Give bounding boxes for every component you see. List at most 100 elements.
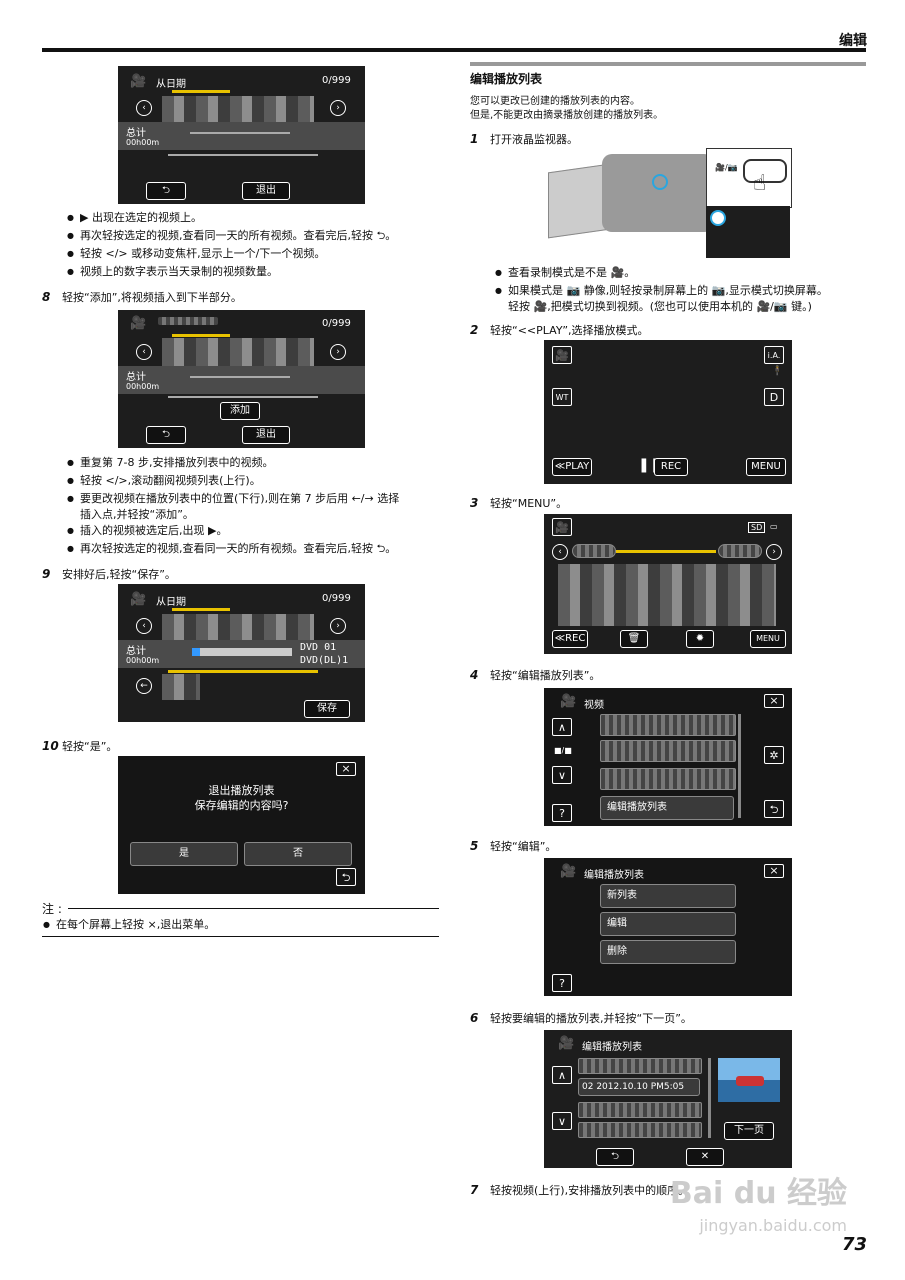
close-icon[interactable]: ×: [764, 694, 784, 708]
edit-item[interactable]: 编辑: [600, 912, 736, 936]
exit-button[interactable]: 退出: [242, 182, 290, 200]
bullet: 查看录制模式是不是 🎥。: [495, 265, 635, 281]
zoom-panel: 🎥/📷 ☝: [706, 148, 792, 208]
next-arrow-icon[interactable]: ›: [766, 544, 782, 560]
back-button[interactable]: ⮌: [146, 182, 186, 200]
next-page-button[interactable]: 下一页: [724, 1122, 774, 1140]
bullet: 轻按 </>,滚动翻阅视频列表(上行)。: [67, 473, 261, 489]
person-icon: 🕴: [771, 366, 784, 377]
video-icon: 🎥: [560, 864, 577, 879]
up-icon[interactable]: ∧: [552, 1066, 572, 1084]
section-title: 编辑播放列表: [470, 72, 543, 86]
ia-icon[interactable]: i.A.: [764, 346, 784, 364]
close-icon[interactable]: ×: [336, 762, 356, 776]
scrollbar[interactable]: [708, 1058, 711, 1138]
back-icon[interactable]: ⮌: [336, 868, 356, 886]
prev-arrow-icon[interactable]: ‹: [552, 544, 568, 560]
exit-button[interactable]: 退出: [242, 426, 290, 444]
settings-icon[interactable]: ✹: [686, 630, 714, 648]
next-arrow-icon[interactable]: ›: [330, 100, 346, 116]
video-mode-icon[interactable]: 🎥: [552, 518, 572, 536]
close-button[interactable]: ✕: [686, 1148, 724, 1166]
screen-save: 🎥 从日期 0/999 ‹ › 总计 00h00m DVD 01 DVD(DL)…: [118, 584, 365, 722]
mode-button[interactable]: [743, 159, 787, 183]
seaplane-image: [736, 1076, 764, 1086]
playlist-item[interactable]: [578, 1058, 702, 1074]
yes-button[interactable]: 是: [130, 842, 238, 866]
playlist-item[interactable]: [578, 1102, 702, 1118]
bullet-continuation: 插入点,并轻按“添加”。: [80, 508, 194, 521]
gear-icon[interactable]: ✲: [764, 746, 784, 764]
page-number: 73: [841, 1234, 867, 1255]
down-icon[interactable]: ∨: [552, 1112, 572, 1130]
video-icon: 🎥: [558, 1036, 575, 1051]
help-icon[interactable]: ?: [552, 974, 572, 992]
no-button[interactable]: 否: [244, 842, 352, 866]
help-icon[interactable]: ?: [552, 804, 572, 822]
prev-arrow-icon[interactable]: ‹: [136, 100, 152, 116]
baidu-watermark-url: jingyan.baidu.com: [699, 1216, 847, 1235]
add-button[interactable]: 添加: [220, 402, 260, 420]
save-button[interactable]: 保存: [304, 700, 350, 718]
prev-arrow-icon[interactable]: ‹: [136, 618, 152, 634]
thumbnail-row-1[interactable]: [558, 564, 776, 598]
screen-select-playlist: 🎥 编辑播放列表 ∧ ∨ 02 2012.10.10 PM5:05 下一页 ⮌ …: [544, 1030, 792, 1168]
wt-icon[interactable]: WT: [552, 388, 572, 406]
up-icon[interactable]: ∧: [552, 718, 572, 736]
video-mode-icon[interactable]: 🎥: [552, 346, 572, 364]
next-date[interactable]: [718, 544, 762, 558]
total-time: 00h00m: [126, 656, 160, 665]
drop-line: [168, 154, 318, 156]
playlist-thumbnail[interactable]: [162, 674, 200, 700]
menu-item[interactable]: [600, 768, 736, 790]
menu-item[interactable]: [600, 714, 736, 736]
bullet: 轻按 </> 或移动变焦杆,显示上一个/下一个视频。: [67, 246, 325, 262]
timeline-line: [190, 132, 290, 134]
scrollbar[interactable]: [738, 714, 741, 818]
playlist-item[interactable]: [578, 1122, 702, 1138]
rec-button[interactable]: REC: [654, 458, 688, 476]
back-button[interactable]: ⮌: [146, 426, 186, 444]
sd-icon: SD: [748, 522, 766, 533]
section-rule: [470, 62, 866, 66]
mode-icons: 🎥/📷: [715, 163, 738, 172]
back-button[interactable]: ⮌: [596, 1148, 634, 1166]
intro-line-2: 但是,不能更改由摘录播放创建的播放列表。: [470, 110, 664, 121]
total-time: 00h00m: [126, 382, 160, 391]
next-arrow-icon[interactable]: ›: [330, 618, 346, 634]
rec-button[interactable]: ≪REC: [552, 630, 588, 648]
bullet: 插入的视频被选定后,出现 ▶。: [67, 523, 227, 539]
delete-item[interactable]: 删除: [600, 940, 736, 964]
thumbnail-row-2[interactable]: [558, 598, 776, 626]
preview-thumbnail: [718, 1058, 780, 1102]
new-list-item[interactable]: 新列表: [600, 884, 736, 908]
menu-button[interactable]: MENU: [746, 458, 786, 476]
playlist-bar: [168, 670, 318, 673]
count-label: 0/999: [322, 318, 351, 329]
prev-date[interactable]: [572, 544, 616, 558]
trash-icon[interactable]: 🗑: [620, 630, 648, 648]
menu-button[interactable]: MENU: [750, 630, 786, 648]
screen-add: 🎥 0/999 ‹ › 总计 00h00m 添加 ⮌ 退出: [118, 310, 365, 448]
screen-record: 🎥 i.A. 🕴 WT D ≪PLAY ❚❚ REC MENU: [544, 340, 792, 484]
edit-playlist-item[interactable]: 编辑播放列表: [600, 796, 734, 820]
menu-item[interactable]: [600, 740, 736, 762]
bullet: ▶ 出现在选定的视频上。: [67, 210, 202, 226]
lcd-monitor: [548, 163, 610, 239]
next-arrow-icon[interactable]: ›: [330, 344, 346, 360]
bullet: 如果模式是 📷 静像,则轻按录制屏幕上的 📷,显示模式切换屏幕。: [495, 283, 828, 299]
selected-playlist[interactable]: 02 2012.10.10 PM5:05: [578, 1078, 700, 1096]
camera-body: [602, 154, 714, 232]
play-button[interactable]: ≪PLAY: [552, 458, 592, 476]
down-icon[interactable]: ∨: [552, 766, 572, 784]
total-label: 总计: [126, 372, 146, 383]
d-icon[interactable]: D: [764, 388, 784, 406]
note-label: 注 :: [42, 902, 62, 916]
back-icon[interactable]: ⮌: [764, 800, 784, 818]
bullet-continuation: 轻按 🎥,把模式切换到视频。(您也可以使用本机的 🎥/📷 键。): [508, 300, 812, 313]
close-icon[interactable]: ×: [764, 864, 784, 878]
prev-arrow-icon[interactable]: ‹: [136, 344, 152, 360]
back-arrow-icon[interactable]: ←: [136, 678, 152, 694]
